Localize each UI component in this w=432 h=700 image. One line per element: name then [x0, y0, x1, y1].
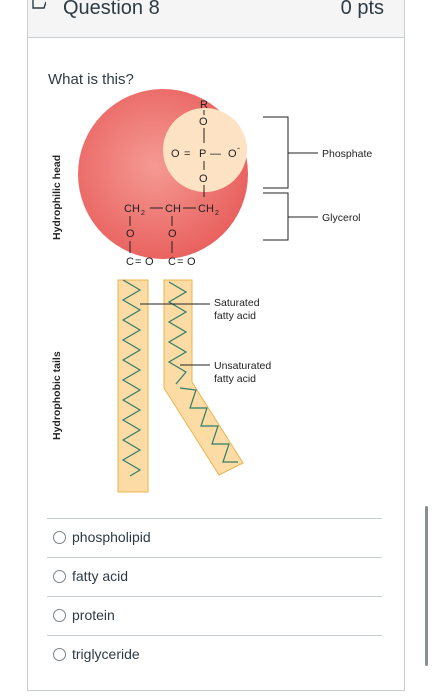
answer-option[interactable]: fatty acid: [47, 557, 382, 596]
carbonyl-c-left: C: [126, 256, 134, 268]
carbonyl-o-right: O: [187, 256, 196, 268]
ester-o-left: O: [126, 228, 135, 240]
radio-button[interactable]: [53, 648, 66, 661]
answer-label[interactable]: fatty acid: [72, 568, 129, 584]
unsaturated-chain-lower: [179, 387, 238, 463]
glycerol-label: Glycerol: [322, 212, 361, 224]
phosphate-region: [163, 108, 247, 192]
unsaturated-chain-upper: [167, 281, 188, 385]
answer-option[interactable]: triglyceride: [47, 635, 382, 674]
ch2-left-atom: CH: [124, 203, 140, 215]
scrollbar[interactable]: [425, 506, 428, 666]
o-minus-atom: O: [228, 148, 237, 160]
carbonyl-o-left: O: [145, 256, 154, 268]
r-group-atom: R: [200, 99, 208, 111]
ch2-left-subscript: 2: [141, 210, 145, 217]
radio-button[interactable]: [53, 570, 66, 583]
phosphate-bracket: [263, 116, 289, 189]
hydrophobic-tails-label: Hydrophobic tails: [51, 351, 63, 440]
bookmark-flag-icon[interactable]: [32, 0, 46, 10]
negative-charge: -: [237, 143, 240, 153]
answer-option[interactable]: protein: [47, 596, 382, 635]
answer-label[interactable]: protein: [72, 607, 115, 623]
hydrophilic-head-label: Hydrophilic head: [51, 155, 63, 240]
unsaturated-label-line1: Unsaturated: [214, 360, 271, 372]
glycerol-bracket: [263, 192, 289, 241]
p-atom: P: [199, 148, 206, 160]
phospholipid-diagram: Hydrophilic head Hydrophobic tails R O O…: [51, 89, 372, 493]
radio-button[interactable]: [53, 609, 66, 622]
question-points: 0 pts: [340, 0, 384, 19]
question-prompt: What is this?: [48, 71, 134, 88]
ester-o-right: O: [168, 228, 177, 240]
double-bond-3: =: [177, 256, 183, 268]
answer-label[interactable]: phospholipid: [72, 529, 151, 545]
radio-button[interactable]: [53, 531, 66, 544]
phosphate-group: R O O = P — O - O: [171, 99, 240, 197]
phosphate-label: Phosphate: [322, 148, 372, 160]
unsaturated-label-line2: fatty acid: [214, 373, 256, 385]
ch2-right-atom: CH: [198, 203, 214, 215]
carbonyl-c-right: C: [168, 256, 176, 268]
answer-list: phospholipid fatty acid protein triglyce…: [47, 518, 382, 674]
o-double-atom: O: [171, 148, 180, 160]
question-title: Question 8: [63, 0, 160, 19]
ch2-right-subscript: 2: [215, 210, 219, 217]
glycerol-backbone: CH 2 CH CH 2 O O C = O C = O: [124, 203, 219, 268]
o-bottom-atom: O: [199, 173, 208, 185]
saturated-label-line2: fatty acid: [214, 310, 256, 322]
unsaturated-tail: [163, 279, 244, 476]
answer-option[interactable]: phospholipid: [47, 518, 382, 557]
saturated-label-line1: Saturated: [214, 297, 260, 309]
saturated-chain: [121, 279, 142, 477]
question-card: Question 8 0 pts What is this?: [27, 0, 405, 691]
p-o-bond: —: [210, 148, 221, 160]
double-bond-2: =: [135, 256, 141, 268]
o-top-atom: O: [199, 116, 208, 128]
question-header: Question 8 0 pts: [28, 0, 404, 38]
ch-atom: CH: [165, 203, 181, 215]
double-bond-1: =: [184, 148, 190, 160]
answer-label[interactable]: triglyceride: [72, 646, 140, 662]
